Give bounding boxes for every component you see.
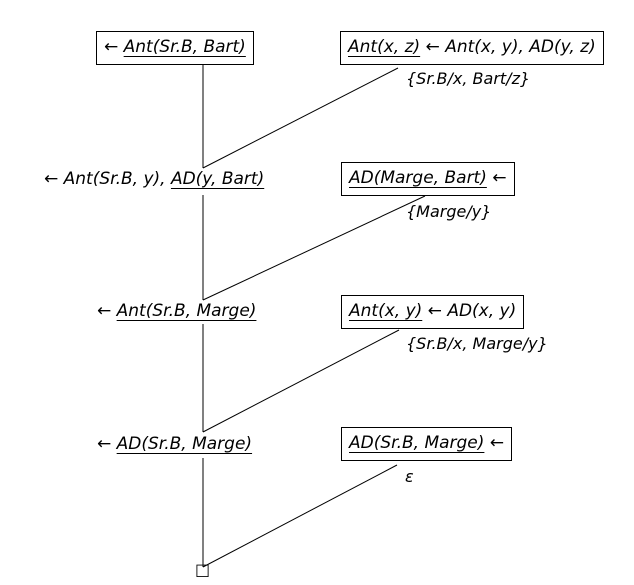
empty-clause-icon: □: [195, 560, 211, 579]
goal-4-prefix: ←: [97, 434, 117, 454]
goal-4-selected-atom: AD(Sr.B, Marge): [116, 434, 253, 454]
clause-3-head: Ant(x, y): [349, 301, 423, 321]
clause-3-body: ← AD(x, y): [422, 301, 517, 321]
goal-2: ← Ant(Sr.B, y), AD(y, Bart): [44, 168, 264, 190]
substitution-1: {Sr.B/x, Bart/z}: [406, 69, 531, 88]
clause-4-head: AD(Sr.B, Marge): [349, 433, 485, 453]
clause-4: AD(Sr.B, Marge) ←: [341, 427, 513, 461]
goal-3: ← Ant(Sr.B, Marge): [97, 300, 256, 322]
clause-2-body: ←: [486, 168, 507, 188]
goal-4: ← AD(Sr.B, Marge): [97, 433, 252, 455]
goal-1-selected-atom: Ant(Sr.B, Bart): [123, 37, 246, 57]
goal-1-prefix: ←: [104, 37, 124, 57]
substitution-2: {Marge/y}: [406, 202, 492, 221]
substitution-4: ε: [405, 467, 414, 486]
clause-edge-2: [202, 195, 426, 301]
clause-1-head: Ant(x, z): [348, 37, 421, 57]
clause-4-body: ←: [484, 433, 505, 453]
clause-1-body: ← Ant(x, y), AD(y, z): [420, 37, 596, 57]
clause-3: Ant(x, y) ← AD(x, y): [341, 295, 525, 329]
goal-3-selected-atom: Ant(Sr.B, Marge): [116, 301, 257, 321]
goal-3-prefix: ←: [97, 301, 117, 321]
goal-1: ← Ant(Sr.B, Bart): [96, 31, 254, 65]
clause-edge-4: [202, 464, 398, 568]
goal-2-selected-atom: AD(y, Bart): [170, 169, 265, 189]
clause-edge-1: [202, 67, 399, 169]
clause-edge-3: [202, 329, 400, 433]
goal-2-prefix: ← Ant(Sr.B, y),: [44, 169, 171, 189]
clause-2-head: AD(Marge, Bart): [349, 168, 487, 188]
substitution-3: {Sr.B/x, Marge/y}: [406, 334, 548, 353]
clause-1: Ant(x, z) ← Ant(x, y), AD(y, z): [340, 31, 604, 65]
clause-2: AD(Marge, Bart) ←: [341, 162, 515, 196]
